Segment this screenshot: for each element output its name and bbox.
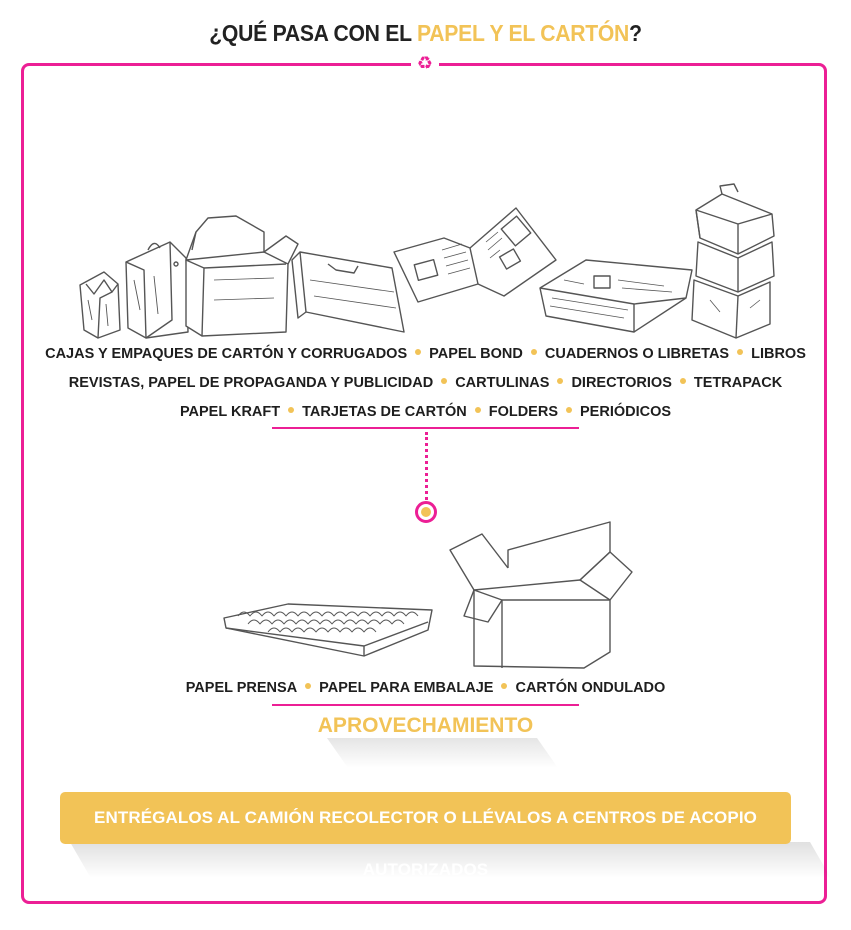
material-item: PAPEL KRAFT xyxy=(179,404,281,420)
tetrapack-icon xyxy=(691,183,775,339)
recycle-icon: ♻ xyxy=(411,52,439,76)
material-item: REVISTAS, PAPEL DE PROPAGANDA Y PUBLICID… xyxy=(68,375,434,391)
title-suffix: ? xyxy=(629,20,642,46)
product-item: PAPEL PRENSA xyxy=(185,680,298,696)
flow-node xyxy=(415,501,437,523)
corrugated-sheet-icon xyxy=(291,251,405,333)
material-item: FOLDERS xyxy=(488,404,558,420)
cta-banner: ENTRÉGALOS AL CAMIÓN RECOLECTOR O LLÉVAL… xyxy=(60,792,791,879)
title-prefix: ¿QUÉ PASA CON EL xyxy=(209,20,418,46)
product-item: CARTÓN ONDULADO xyxy=(515,680,666,696)
paper-bag-icon xyxy=(125,241,189,339)
bullet-dot xyxy=(737,349,744,356)
materials-row-1: CAJAS Y EMPAQUES DE CARTÓN Y CORRUGADOS P… xyxy=(0,346,851,362)
page-title: ¿QUÉ PASA CON EL PAPEL Y EL CARTÓN? xyxy=(34,20,817,47)
bullet-dot xyxy=(415,349,422,356)
material-item: PERIÓDICOS xyxy=(580,404,672,420)
egg-tray-icon xyxy=(223,603,433,657)
material-item: TETRAPACK xyxy=(693,375,783,391)
bullet-dot xyxy=(679,378,686,385)
materials-underline xyxy=(272,427,579,429)
bullet-dot xyxy=(305,683,312,690)
materials-row-3: PAPEL KRAFT TARJETAS DE CARTÓN FOLDERS PERI… xyxy=(0,404,851,420)
products-underline xyxy=(272,704,579,706)
material-item: LIBROS xyxy=(751,346,806,362)
bullet-dot xyxy=(566,407,572,414)
recycled-products-illustration xyxy=(223,521,633,669)
material-item: DIRECTORIOS xyxy=(571,375,672,391)
paper-items-illustration xyxy=(79,183,775,339)
result-label: APROVECHAMIENTO xyxy=(317,714,534,737)
material-item: TARJETAS DE CARTÓN xyxy=(302,404,467,420)
crumpled-bag-icon xyxy=(79,271,121,339)
material-item: CAJAS Y EMPAQUES DE CARTÓN Y CORRUGADOS xyxy=(45,346,408,362)
product-item: PAPEL PARA EMBALAJE xyxy=(319,680,494,696)
bullet-dot xyxy=(557,378,564,385)
result-label-shadow xyxy=(327,738,559,768)
material-item: CUADERNOS O LIBRETAS xyxy=(544,346,730,362)
products-row: PAPEL PRENSA PAPEL PARA EMBALAJE CARTÓN ON… xyxy=(0,680,851,696)
materials-row-2: REVISTAS, PAPEL DE PROPAGANDA Y PUBLICID… xyxy=(0,375,851,391)
material-item: PAPEL BOND xyxy=(429,346,523,362)
magazine-icon xyxy=(393,207,557,303)
title-highlight: PAPEL Y EL CARTÓN xyxy=(417,20,630,46)
newspaper-icon xyxy=(539,259,693,333)
material-item: CARTULINAS xyxy=(455,375,550,391)
bullet-dot xyxy=(474,407,481,414)
bullet-dot xyxy=(441,378,448,385)
bullet-dot xyxy=(501,683,508,690)
flow-connector xyxy=(425,432,428,500)
bullet-dot xyxy=(288,407,295,414)
open-box-icon xyxy=(185,215,299,337)
bullet-dot xyxy=(530,349,537,356)
cardboard-box-icon xyxy=(449,521,633,669)
